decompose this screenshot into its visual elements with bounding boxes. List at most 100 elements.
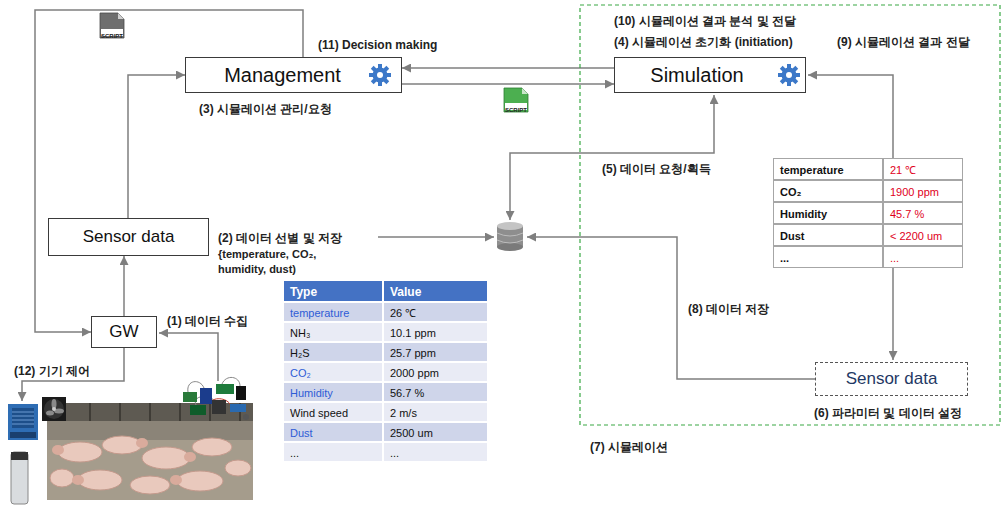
- table-cell: Wind speed: [283, 402, 383, 422]
- label-text: 26 ℃: [390, 307, 416, 319]
- table-header: Type: [283, 280, 383, 302]
- sensor-boards: [230, 404, 246, 412]
- flow-arrow: [402, 83, 614, 85]
- step-label: (6) 파라미터 및 데이터 설정: [812, 404, 964, 421]
- flow-arrow: [128, 75, 185, 218]
- database-symbol: [497, 222, 523, 251]
- label-text: (3) 시뮬레이션 관리/요청: [199, 102, 332, 116]
- step-label: (8) 데이터 저장: [686, 300, 771, 317]
- label-text: ...: [780, 252, 789, 264]
- table-cell: Humidity: [283, 382, 383, 402]
- step-label: (10) 시뮬레이션 결과 분석 및 전달: [612, 12, 798, 29]
- label-text: Type: [290, 285, 317, 299]
- heater-device: [11, 452, 28, 504]
- heater-device: [11, 452, 28, 504]
- flow-line: [527, 237, 815, 379]
- data-note: {temperature, CO₂, humidity, dust): [216, 246, 338, 276]
- step-label: (9) 시뮬레이션 결과 전달: [835, 33, 972, 50]
- sensor-boards: [200, 388, 212, 404]
- simulation-region: [580, 5, 1000, 425]
- barn-photo: [142, 447, 190, 469]
- table-cell: ...: [773, 246, 883, 268]
- database-symbol: [497, 233, 523, 236]
- label-text: 21 ℃: [890, 164, 916, 176]
- label-text: (1) 데이터 수집: [167, 314, 248, 328]
- table-cell: 25.7 ppm: [383, 342, 488, 362]
- table-cell: temperature: [283, 302, 383, 322]
- script-icon: [504, 88, 528, 112]
- process-box: Management: [185, 57, 402, 93]
- label-text: 1900 ppm: [890, 186, 939, 198]
- table-cell: Dust: [773, 224, 883, 246]
- label-text: (8) 데이터 저장: [688, 302, 769, 316]
- barn-photo: [192, 438, 232, 456]
- box-label: Sensor data: [846, 369, 938, 389]
- table-cell: temperature: [773, 158, 883, 180]
- label-text: (12) 기기 제어: [14, 364, 90, 378]
- database-symbol: [497, 222, 523, 230]
- fan-device: [42, 397, 66, 421]
- step-label: (7) 시뮬레이션: [588, 438, 670, 455]
- barn-photo: [78, 470, 122, 490]
- label-text: 25.7 ppm: [390, 347, 436, 359]
- flow-line: [510, 95, 714, 220]
- label-text: temperature: [290, 307, 349, 319]
- label-text: SCRIPT: [101, 33, 123, 39]
- barn-photo: [50, 469, 74, 487]
- barn-photo: [52, 445, 64, 455]
- barn-photo: [47, 403, 253, 500]
- table-cell: CO₂: [283, 362, 383, 382]
- table-cell: 56.7 %: [383, 382, 488, 402]
- fan-device: [52, 407, 56, 411]
- table-cell: H₂S: [283, 342, 383, 362]
- box-label: GW: [109, 322, 138, 342]
- sensor-boards: [190, 405, 206, 415]
- step-label: (3) 시뮬레이션 관리/요청: [197, 100, 334, 117]
- gear-icon: [373, 68, 388, 83]
- table-cell: CO₂: [773, 180, 883, 202]
- fan-device: [46, 411, 54, 416]
- barn-photo: [136, 438, 148, 448]
- label-text: 10.1 ppm: [390, 327, 436, 339]
- box-label: Simulation: [650, 64, 743, 87]
- label-text: (9) 시뮬레이션 결과 전달: [837, 35, 970, 49]
- label-text: (4) 시뮬레이션 초기화 (initiation): [614, 35, 793, 49]
- table-cell: 2 m/s: [383, 402, 488, 422]
- table-cell: ...: [383, 442, 488, 462]
- label-text: NH₃: [290, 327, 310, 339]
- script-icon: [100, 13, 124, 38]
- table-header: Value: [383, 280, 488, 302]
- sensor-boards: [183, 392, 197, 402]
- table-cell: < 2200 um: [883, 224, 963, 246]
- script-icon: [522, 88, 528, 94]
- cooler-device: [10, 432, 36, 438]
- label-text: (11) Decision making: [318, 38, 437, 52]
- label-text: 2500 um: [390, 427, 433, 439]
- sensor-boards: [216, 384, 234, 394]
- script-icon: [118, 13, 124, 19]
- step-label: (4) 시뮬레이션 초기화 (initiation): [612, 33, 795, 50]
- label-text: CO₂: [780, 186, 801, 198]
- barn-photo: [50, 436, 251, 494]
- table-cell: 2000 ppm: [383, 362, 488, 382]
- icon-caption: SCRIPT: [504, 103, 528, 110]
- flow-arrow: [35, 10, 303, 332]
- barn-photo: [177, 471, 223, 491]
- database-symbol: [497, 243, 523, 251]
- table-cell: Dust: [283, 422, 383, 442]
- gear-icon: [369, 64, 391, 86]
- cooler-device: [12, 412, 34, 424]
- table-cell: 45.7 %: [883, 202, 963, 224]
- barn-photo: [225, 460, 251, 476]
- script-icon: [504, 88, 528, 112]
- process-box: GW: [91, 316, 157, 348]
- label-text: ...: [390, 447, 399, 459]
- step-label: (5) 데이터 요청/획득: [600, 160, 713, 177]
- barn-photo: [102, 436, 142, 454]
- label-text: < 2200 um: [890, 230, 942, 242]
- table-cell: ...: [883, 246, 963, 268]
- box-label: Sensor data: [83, 227, 175, 247]
- process-box: Simulation: [614, 57, 806, 93]
- table-cell: ...: [283, 442, 383, 462]
- sensor-boards: [236, 386, 246, 400]
